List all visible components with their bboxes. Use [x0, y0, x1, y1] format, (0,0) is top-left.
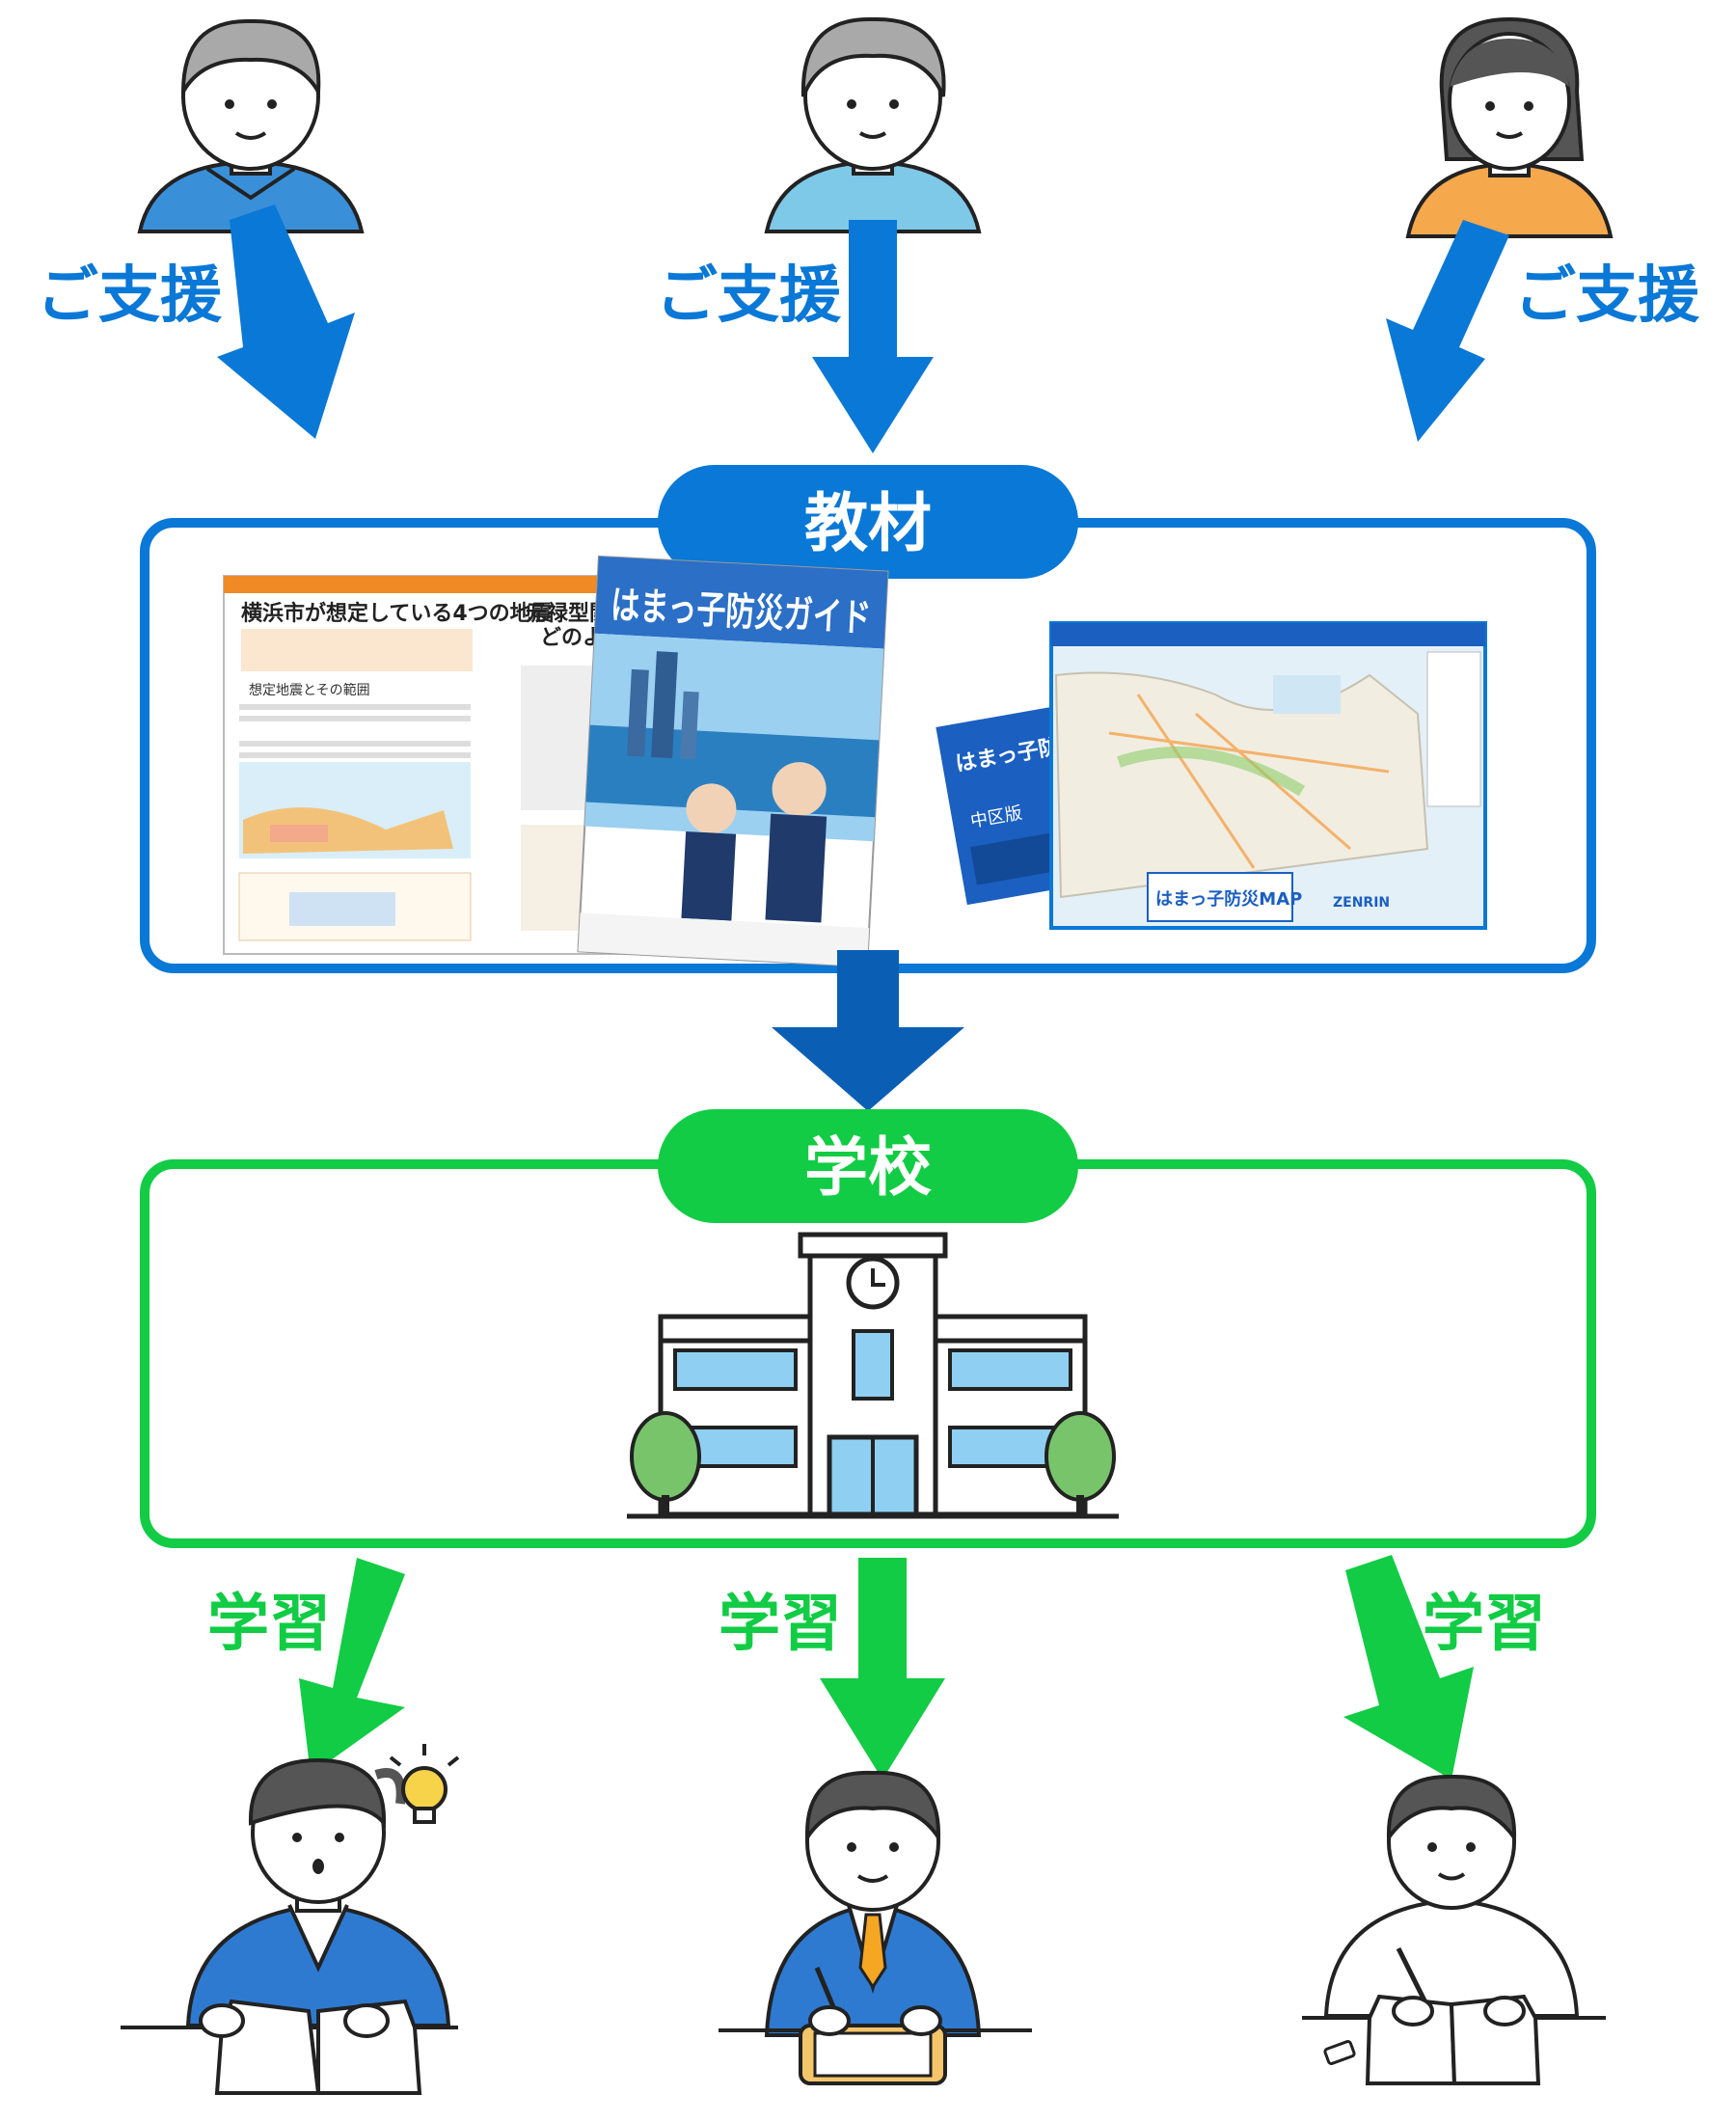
study-arrow-left	[299, 1558, 405, 1775]
study-label-center: 学習	[719, 1589, 842, 1660]
support-arrow-left	[217, 204, 355, 439]
study-arrow-right	[1343, 1555, 1474, 1780]
map-footer-title: はまっ子防災MAP	[1155, 888, 1302, 910]
booklet-page-title: 横浜市が想定している4つの地震	[241, 601, 554, 626]
study-arrow-center	[820, 1558, 945, 1780]
student-boy-right	[1302, 1774, 1606, 2085]
lightbulb-icon	[389, 1744, 460, 1824]
support-label-left: ご支援	[37, 260, 223, 332]
supporter-left	[137, 18, 365, 233]
materials-to-school-arrow	[772, 950, 964, 1111]
supporter-center	[764, 16, 982, 233]
student-girl	[121, 1744, 460, 2095]
hamakko-guide-cover: はまっ子防災ガイド	[577, 555, 889, 968]
materials-pill	[658, 465, 1078, 579]
booklet-section-heading: 想定地震とその範囲	[249, 682, 370, 698]
study-label-right: 学習	[1423, 1589, 1546, 1660]
map-brand: ZENRIN	[1333, 895, 1390, 911]
school-label: 学校	[804, 1130, 932, 1205]
study-label-left: 学習	[207, 1589, 331, 1660]
student-boy-center	[719, 1770, 1032, 2085]
support-label-right: ご支援	[1514, 260, 1700, 332]
support-arrow-center	[812, 220, 934, 453]
supporter-right	[1405, 16, 1614, 238]
materials-label: 教材	[804, 486, 932, 560]
support-arrow-right	[1386, 220, 1509, 442]
school-pill	[658, 1109, 1078, 1223]
school-building-illustration	[627, 1232, 1119, 1519]
support-label-center: ご支援	[656, 260, 842, 332]
eraser-icon	[1323, 2040, 1356, 2065]
hazard-map-sheet: はまっ子防災MAP ZENRIN	[1049, 621, 1487, 930]
